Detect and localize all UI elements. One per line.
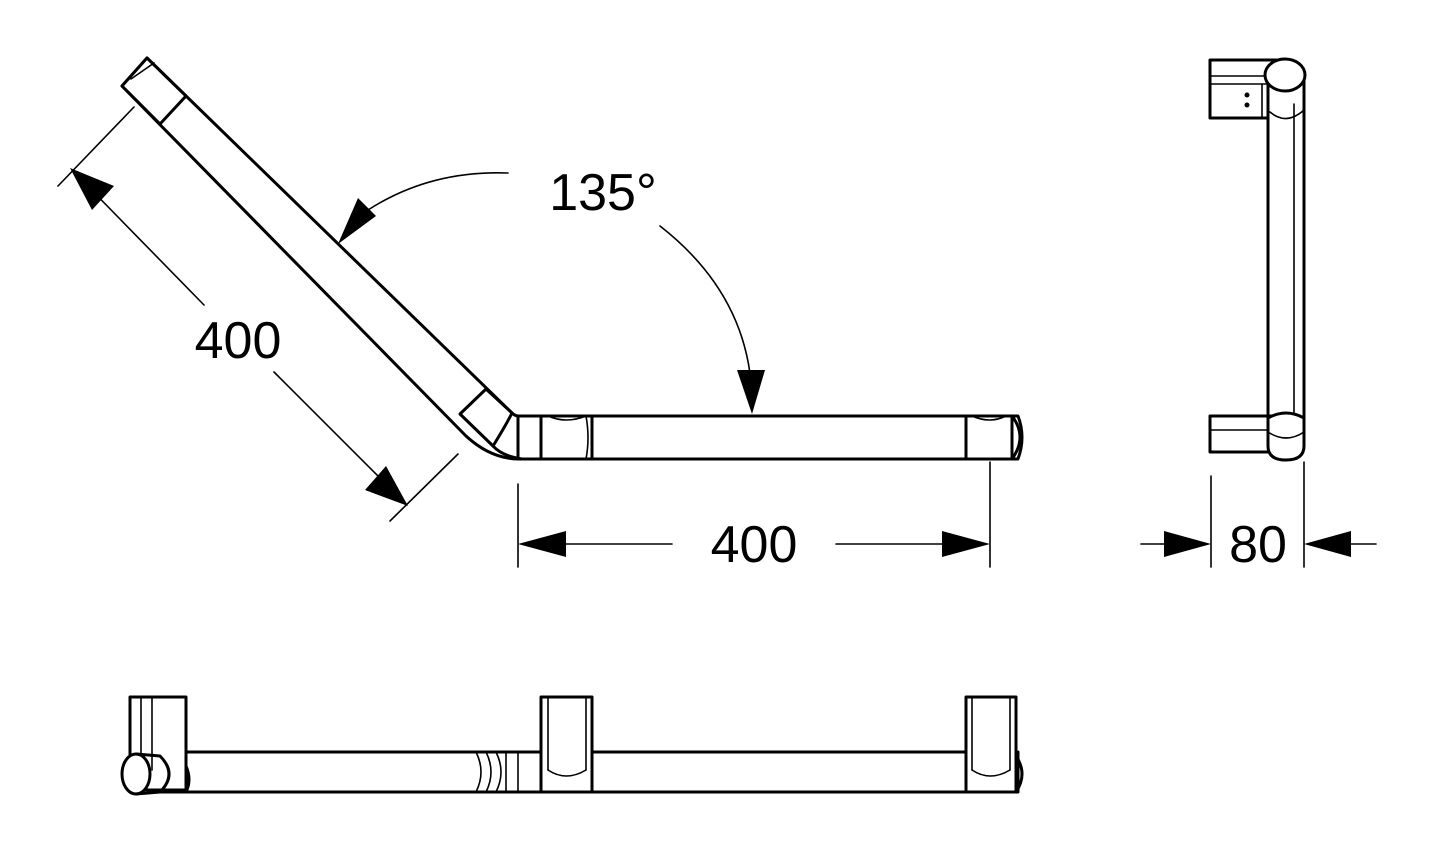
depth-dim-arrow-right	[1304, 531, 1351, 557]
angle-dimension: 135°	[338, 164, 765, 414]
side-top-cap	[1263, 57, 1307, 93]
top-right-bracket	[964, 695, 1018, 794]
horizontal-dim-arrow-right	[942, 531, 990, 557]
side-view	[1208, 57, 1307, 462]
horizontal-collar-left	[539, 414, 594, 461]
side-bottom-cap	[1266, 411, 1306, 462]
diagonal-dim-arrow-top	[70, 168, 114, 210]
horizontal-arm	[516, 414, 1024, 461]
depth-dimension: 80	[1140, 461, 1377, 574]
diagonal-dimension: 400	[57, 106, 459, 522]
horizontal-length-label: 400	[711, 516, 798, 574]
diagonal-arm	[120, 56, 524, 461]
angle-label: 135°	[549, 164, 657, 222]
angle-arrow-diagonal	[338, 198, 376, 244]
depth-label: 80	[1229, 516, 1287, 574]
top-view	[120, 695, 1024, 796]
horizontal-dim-arrow-left	[518, 531, 566, 557]
diagonal-dim-arrow-bottom	[365, 466, 408, 506]
horizontal-collar-right	[964, 414, 1014, 461]
top-middle-bracket	[539, 695, 594, 794]
front-view	[120, 56, 1024, 461]
side-vertical-bar	[1266, 74, 1306, 442]
horizontal-dimension: 400	[517, 461, 991, 574]
top-end-cap	[120, 752, 152, 796]
angle-arrow-horizontal	[737, 370, 765, 414]
diagonal-length-label: 400	[195, 312, 282, 370]
depth-dim-arrow-left	[1164, 531, 1211, 557]
